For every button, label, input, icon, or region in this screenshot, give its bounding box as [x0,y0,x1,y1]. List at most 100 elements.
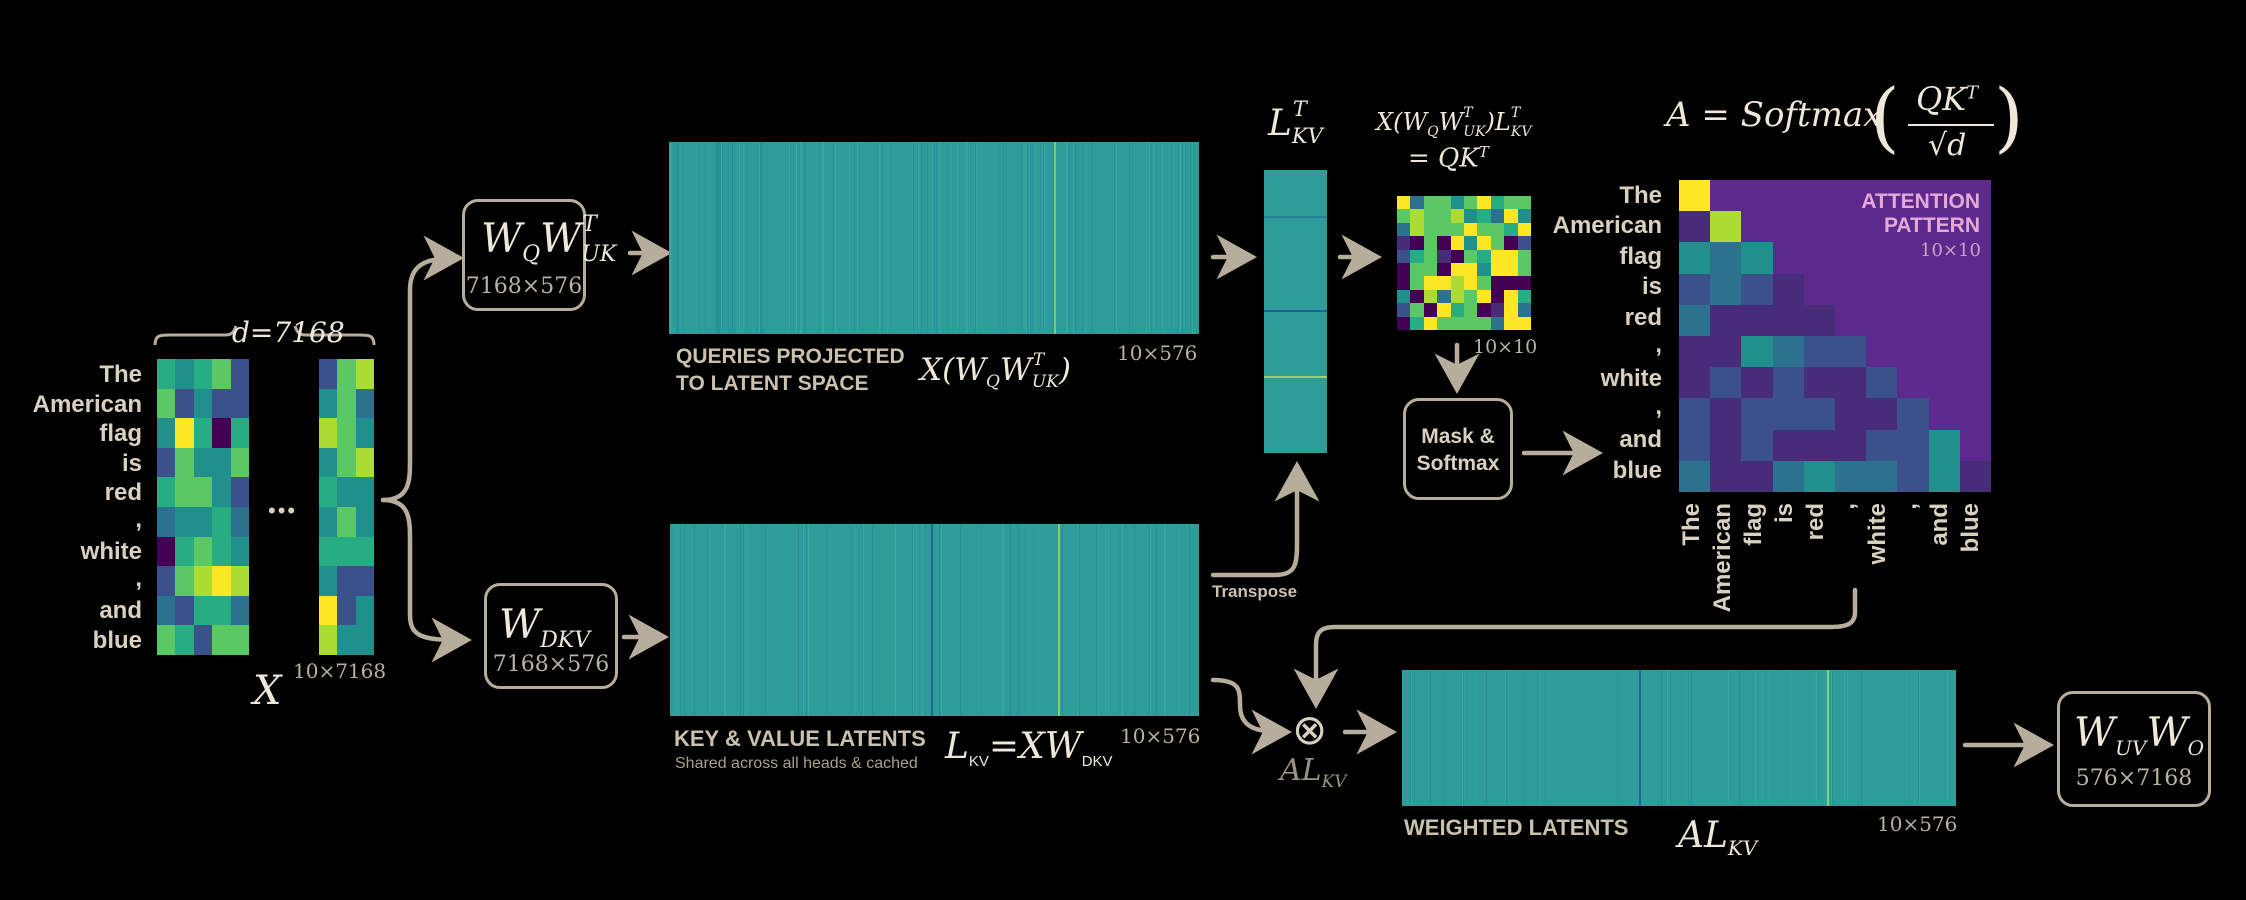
attn-row-token-8: and [1619,426,1662,453]
matrix-stripe [1909,670,1910,806]
wdkv-box[interactable]: WDKV 7168×576 [484,583,618,689]
heatmap-cell [1741,273,1773,305]
matrix-stripe [732,142,733,334]
heatmap-cell [1490,196,1505,210]
matrix-stripe [967,142,968,334]
heatmap-cell [319,536,338,567]
heatmap-cell [1410,196,1424,210]
matrix-stripe [1082,142,1083,334]
matrix-stripe [734,142,735,334]
matrix-stripe [677,142,678,334]
matrix-stripe [1150,524,1151,716]
matrix-stripe-highlight [1058,524,1060,716]
matrix-stripe [1410,670,1411,806]
heatmap-cell [1450,249,1464,263]
heatmap-cell [337,507,356,537]
matrix-stripe [863,524,864,716]
matrix-stripe [740,524,741,716]
heatmap-cell [1517,262,1531,277]
mask-softmax-box[interactable]: Mask & Softmax [1403,398,1513,500]
matrix-stripe [705,142,706,334]
matrix-stripe [674,524,675,716]
matrix-stripe [724,524,725,716]
matrix-stripe [921,142,922,334]
matrix-stripe [1030,142,1031,334]
kv-dims: 10×576 [1120,724,1201,748]
matrix-stripe [1070,142,1071,334]
heatmap-cell [1490,249,1505,263]
heatmap-cell [193,566,213,596]
matrix-stripe [1825,670,1826,806]
matrix-stripe [707,524,708,716]
heatmap-cell [230,595,249,626]
matrix-stripe [1114,142,1115,334]
heatmap-cell [1477,222,1491,237]
heatmap-cell [1897,429,1929,461]
heatmap-cell [1803,242,1835,274]
heatmap-cell [1710,336,1742,368]
matrix-stripe [936,142,937,334]
matrix-stripe [798,524,799,716]
heatmap-cell [1928,304,1960,336]
matrix-stripe [918,142,919,334]
heatmap-cell [355,388,374,419]
heatmap-cell [1490,289,1505,304]
heatmap-cell [1741,211,1773,243]
heatmap-cell [319,447,338,478]
matrix-stripe [1040,142,1041,334]
heatmap-cell [1959,304,1991,336]
matrix-stripe [939,142,940,334]
heatmap-cell [1450,209,1464,223]
matrix-stripe [976,142,977,334]
matrix-stripe [728,142,729,334]
heatmap-cell [1397,236,1411,250]
heatmap-cell [1463,209,1478,223]
matrix-stripe [1032,142,1033,334]
heatmap-cell [1504,249,1518,263]
matrix-stripe [981,142,982,334]
heatmap-cell [319,625,338,655]
matrix-stripe [732,142,733,334]
input-token-4: red [104,479,142,506]
attn-row-token-4: red [1624,304,1662,331]
matrix-stripe [1038,524,1039,716]
matrix-stripe [1670,670,1671,806]
matrix-stripe [808,524,809,716]
matrix-stripe [1146,142,1147,334]
input-token-1: American [32,391,142,418]
qkt-heatmap [1397,196,1531,330]
heatmap-cell [1477,236,1491,250]
heatmap-cell [1477,249,1491,263]
heatmap-cell [355,418,374,448]
matrix-stripe [804,142,805,334]
matrix-stripe [1116,142,1117,334]
heatmap-cell [337,625,356,655]
heatmap-cell [1477,276,1491,290]
wuv-wo-box[interactable]: WUVWO 576×7168 [2057,691,2211,807]
matrix-stripe [1026,142,1027,334]
heatmap-cell [1928,273,1960,305]
heatmap-cell [1410,222,1424,237]
matrix-stripe [1029,142,1030,334]
heatmap-cell [1803,460,1835,492]
matrix-stripe [917,142,918,334]
heatmap-cell [1803,367,1835,399]
heatmap-cell [1437,289,1451,304]
matrix-stripe [722,142,723,334]
kv-formula: LKV=XWDKV [945,726,1113,771]
heatmap-cell [1423,196,1438,210]
matrix-stripe [1411,670,1412,806]
heatmap-cell [1423,209,1438,223]
heatmap-cell [1679,398,1711,430]
matrix-stripe [737,142,738,334]
heatmap-cell [1679,242,1711,274]
softmax-numerator: QKT [1916,80,1979,118]
matrix-stripe [855,524,856,716]
attention-dims: 10×10 [1920,240,1981,261]
matrix-stripe [1149,142,1150,334]
queries-caption-line1: QUERIES PROJECTED [676,345,905,368]
matrix-stripe [835,142,836,334]
matrix-stripe [1075,142,1076,334]
